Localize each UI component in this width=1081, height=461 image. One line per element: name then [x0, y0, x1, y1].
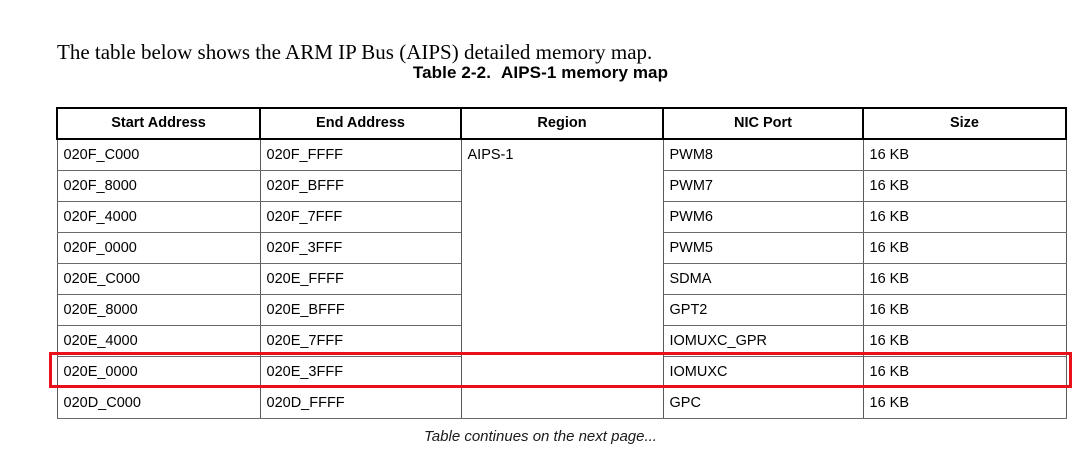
cell-nic-port: PWM7 [662, 170, 864, 202]
cell-size: 16 KB [862, 387, 1067, 419]
table-row: 020F_8000 020F_BFFF PWM7 16 KB [56, 170, 1067, 202]
table-caption: Table 2-2. AIPS-1 memory map [0, 63, 1081, 83]
cell-end-address: 020F_BFFF [259, 170, 462, 202]
cell-start-address: 020F_4000 [56, 201, 261, 233]
cell-size: 16 KB [862, 138, 1067, 171]
cell-region: AIPS-1 [460, 138, 664, 419]
cell-end-address: 020F_FFFF [259, 138, 462, 171]
cell-start-address: 020F_8000 [56, 170, 261, 202]
cell-size: 16 KB [862, 170, 1067, 202]
table-caption-number: Table 2-2. [412, 63, 492, 82]
table-row: 020F_0000 020F_3FFF PWM5 16 KB [56, 232, 1067, 264]
table-row: 020E_4000 020E_7FFF IOMUXC_GPR 16 KB [56, 325, 1067, 357]
table-row: 020F_C000 020F_FFFF AIPS-1 PWM8 16 KB [56, 138, 1067, 419]
column-header-start-address: Start Address [56, 107, 261, 140]
cell-end-address: 020D_FFFF [259, 387, 462, 419]
cell-end-address: 020E_BFFF [259, 294, 462, 326]
cell-end-address: 020F_3FFF [259, 232, 462, 264]
intro-paragraph: The table below shows the ARM IP Bus (AI… [57, 40, 653, 64]
cell-nic-port: PWM6 [662, 201, 864, 233]
cell-end-address: 020E_7FFF [259, 325, 462, 357]
table-row: 020E_C000 020E_FFFF SDMA 16 KB [56, 263, 1067, 295]
cell-start-address: 020E_8000 [56, 294, 261, 326]
memory-map-table-container: Start Address End Address Region NIC Por… [56, 107, 1067, 419]
column-header-nic-port: NIC Port [662, 107, 864, 140]
cell-nic-port: IOMUXC_GPR [662, 325, 864, 357]
cell-size: 16 KB [862, 232, 1067, 264]
cell-nic-port: PWM8 [662, 138, 864, 171]
table-row: 020D_C000 020D_FFFF GPC 16 KB [56, 387, 1067, 419]
column-header-end-address: End Address [259, 107, 462, 140]
memory-map-table: Start Address End Address Region NIC Por… [56, 107, 1067, 419]
table-header-row: Start Address End Address Region NIC Por… [56, 107, 1067, 140]
cell-size: 16 KB [862, 325, 1067, 357]
cell-size: 16 KB [862, 263, 1067, 295]
cell-nic-port: SDMA [662, 263, 864, 295]
cell-nic-port: PWM5 [662, 232, 864, 264]
cell-end-address: 020E_FFFF [259, 263, 462, 295]
table-row: 020E_8000 020E_BFFF GPT2 16 KB [56, 294, 1067, 326]
cell-start-address: 020E_0000 [56, 356, 261, 388]
cell-start-address: 020F_0000 [56, 232, 261, 264]
cell-size: 16 KB [862, 356, 1067, 388]
cell-start-address: 020E_C000 [56, 263, 261, 295]
column-header-region: Region [460, 107, 664, 140]
table-body: 020F_C000 020F_FFFF AIPS-1 PWM8 16 KB 02… [56, 138, 1067, 419]
table-row: 020F_4000 020F_7FFF PWM6 16 KB [56, 201, 1067, 233]
table-row-highlighted: 020E_0000 020E_3FFF IOMUXC 16 KB [56, 356, 1067, 388]
table-caption-title: AIPS-1 memory map [501, 63, 669, 82]
column-header-size: Size [862, 107, 1067, 140]
cell-start-address: 020E_4000 [56, 325, 261, 357]
table-continuation-note: Table continues on the next page... [424, 428, 657, 445]
cell-nic-port: GPT2 [662, 294, 864, 326]
cell-start-address: 020F_C000 [56, 138, 261, 171]
cell-size: 16 KB [862, 201, 1067, 233]
cell-nic-port: IOMUXC [662, 356, 864, 388]
cell-end-address: 020F_7FFF [259, 201, 462, 233]
cell-size: 16 KB [862, 294, 1067, 326]
cell-start-address: 020D_C000 [56, 387, 261, 419]
cell-nic-port: GPC [662, 387, 864, 419]
cell-end-address: 020E_3FFF [259, 356, 462, 388]
table-header: Start Address End Address Region NIC Por… [56, 107, 1067, 140]
